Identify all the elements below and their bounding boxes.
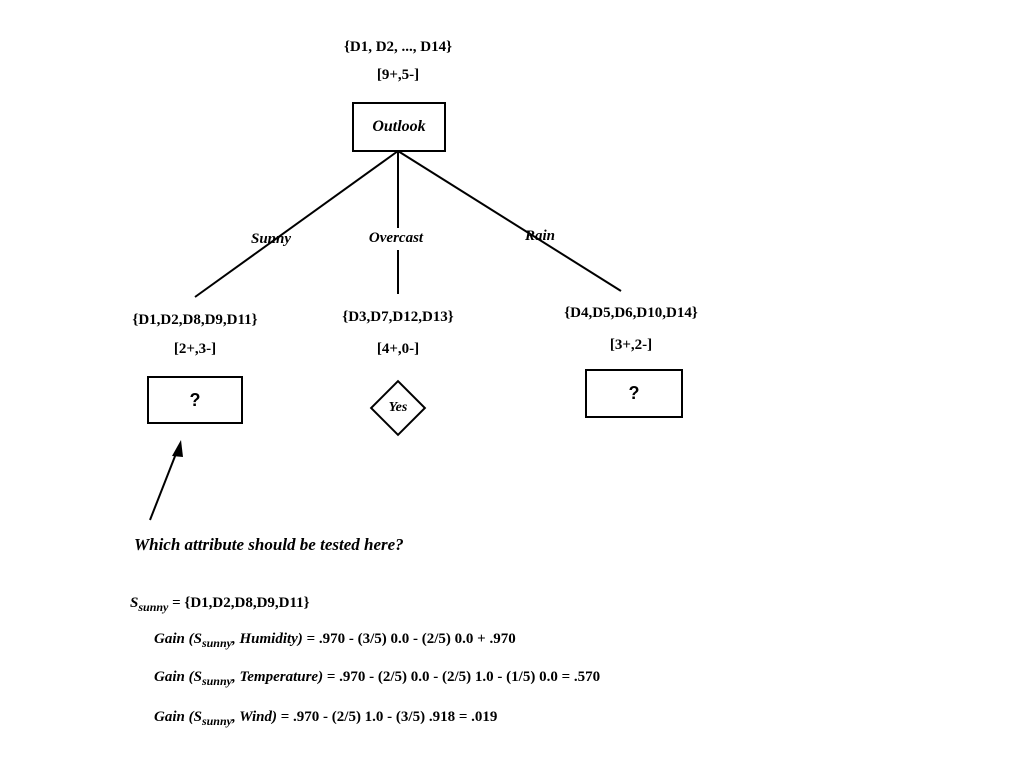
gain-wind-expression: = .970 - (2/5) 1.0 - (3/5) .918 = .019 — [280, 709, 498, 725]
s-subscript: sunny — [138, 600, 169, 614]
gain-temperature-attribute: , Temperature) — [231, 669, 324, 685]
rain-class-counts: [3+,2-] — [609, 337, 653, 353]
sunny-class-counts: [2+,3-] — [173, 341, 217, 357]
gain-temperature-subscript: sunny — [201, 674, 232, 688]
overcast-leaf-label: Yes — [388, 400, 408, 415]
root-node-outlook: Outlook — [352, 102, 446, 152]
gain-temperature-expression: = .970 - (2/5) 0.0 - (2/5) 1.0 - (1/5) 0… — [326, 669, 601, 685]
sunny-unknown-node: ? — [147, 376, 243, 424]
overcast-example-set: {D3,D7,D12,D13} — [342, 309, 454, 325]
root-example-set: {D1, D2, ..., D14} — [343, 39, 453, 55]
pointer-arrow-line — [149, 445, 180, 521]
s-sunny-set: = {D1,D2,D8,D9,D11} — [172, 595, 310, 611]
gain-wind-subscript: sunny — [201, 714, 232, 728]
gain-humidity-equation: Gain (Ssunny, Humidity) = .970 - (3/5) 0… — [154, 631, 516, 650]
pointer-arrow-head — [172, 440, 183, 457]
sunny-example-set: {D1,D2,D8,D9,D11} — [132, 312, 258, 328]
overcast-class-counts: [4+,0-] — [376, 341, 420, 357]
root-class-counts: [9+,5-] — [376, 67, 420, 83]
rain-node-label: ? — [628, 383, 640, 403]
sunny-node-label: ? — [189, 389, 201, 410]
edge-sunny — [194, 150, 399, 298]
gain-temperature-prefix: Gain (S — [154, 669, 202, 685]
s-symbol: S — [130, 595, 139, 611]
edge-label-sunny: Sunny — [250, 231, 292, 247]
edge-rain — [397, 150, 622, 292]
edge-label-rain: Rain — [524, 228, 556, 244]
s-sunny-definition: Ssunny = {D1,D2,D8,D9,D11} — [130, 595, 310, 614]
rain-example-set: {D4,D5,D6,D10,D14} — [564, 305, 698, 321]
gain-wind-equation: Gain (Ssunny, Wind) = .970 - (2/5) 1.0 -… — [154, 709, 498, 728]
root-attribute-label: Outlook — [372, 118, 426, 135]
gain-wind-attribute: , Wind) — [231, 709, 277, 725]
gain-humidity-subscript: sunny — [201, 636, 232, 650]
rain-unknown-node: ? — [585, 369, 683, 418]
gain-humidity-prefix: Gain (S — [154, 631, 202, 647]
gain-humidity-expression: = .970 - (3/5) 0.0 - (2/5) 0.0 + .970 — [306, 631, 516, 647]
question-text: Which attribute should be tested here? — [134, 535, 404, 554]
gain-humidity-attribute: , Humidity) — [231, 631, 303, 647]
gain-temperature-equation: Gain (Ssunny, Temperature) = .970 - (2/5… — [154, 669, 601, 688]
overcast-leaf-yes: Yes — [369, 379, 427, 437]
edge-label-overcast: Overcast — [368, 230, 424, 246]
gain-wind-prefix: Gain (S — [154, 709, 202, 725]
